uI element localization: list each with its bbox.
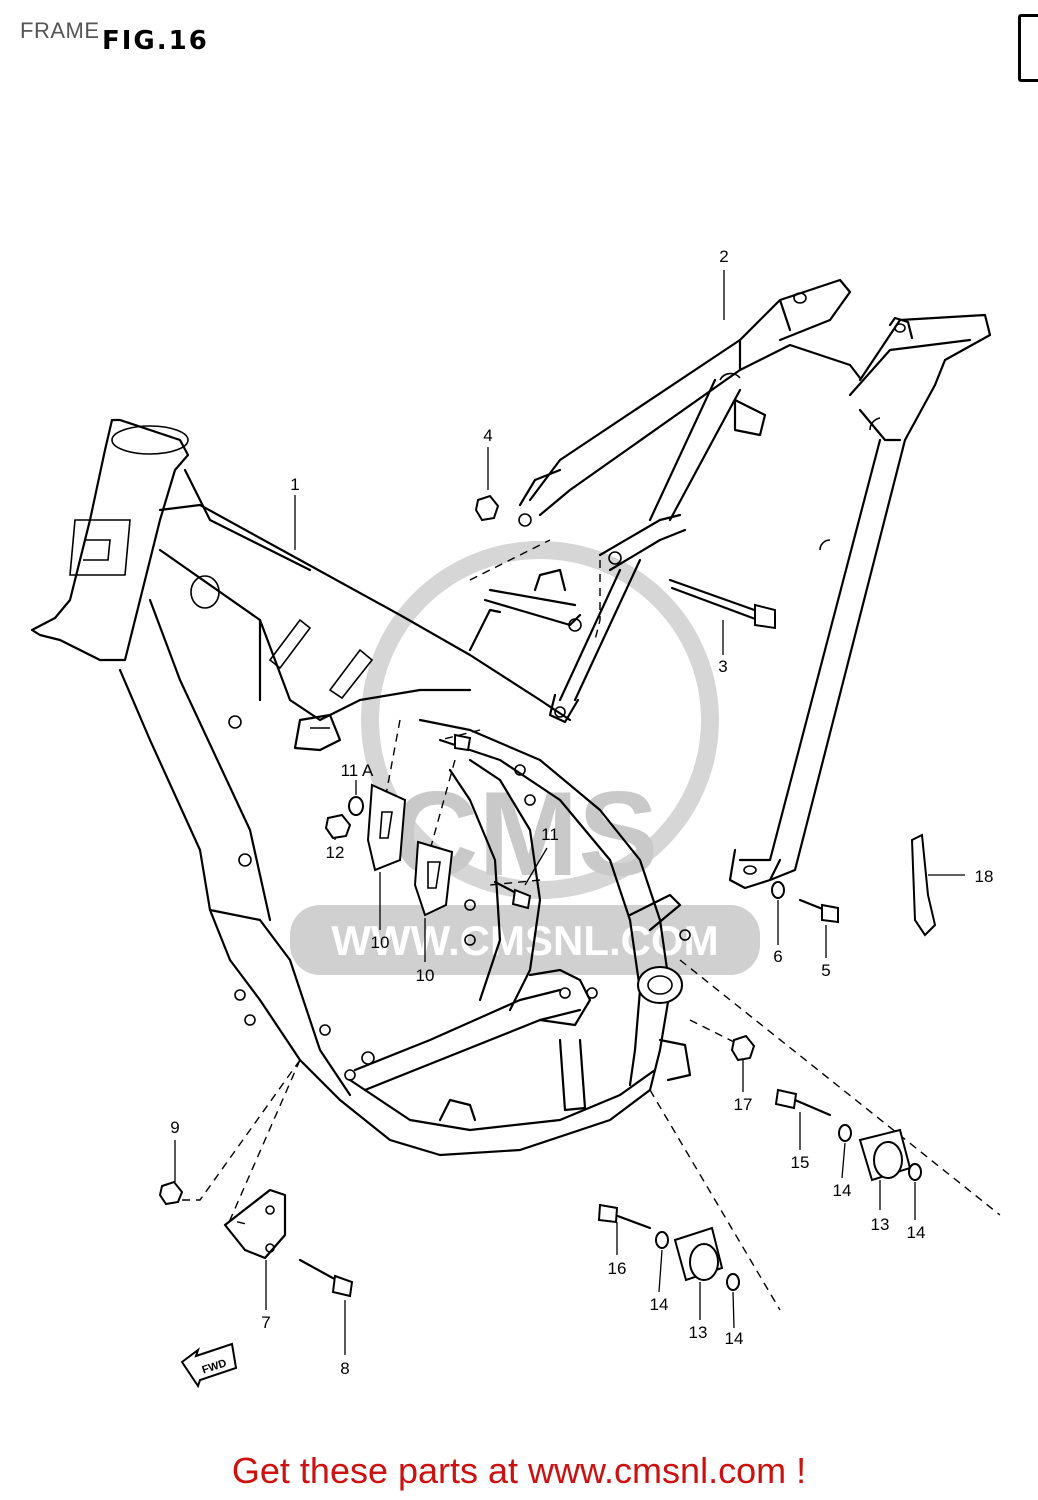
callout-9: 9 xyxy=(170,1118,179,1137)
main-frame xyxy=(30,418,692,1157)
front-direction-arrow: FWD xyxy=(180,1342,238,1389)
callout-10b: 10 xyxy=(416,966,435,985)
callout-3: 3 xyxy=(718,657,727,676)
page-label: FRAME xyxy=(20,18,100,43)
watermark-ring xyxy=(361,541,719,899)
callout-11a: 11 A xyxy=(341,761,374,780)
callout-7: 7 xyxy=(261,1313,270,1332)
callout-6: 6 xyxy=(773,947,782,966)
small-parts xyxy=(158,494,937,1298)
callout-14a: 14 xyxy=(833,1181,852,1200)
corner-frame-mark xyxy=(1018,14,1038,82)
dashed-leaders xyxy=(170,539,1001,1311)
callout-10a: 10 xyxy=(371,933,390,952)
callout-16: 16 xyxy=(608,1259,627,1278)
callout-leaders xyxy=(174,270,965,1355)
watermark-url: WWW.CMSNL.COM xyxy=(331,917,718,964)
callout-15: 15 xyxy=(791,1153,810,1172)
callout-11: 11 xyxy=(541,825,559,844)
callout-8: 8 xyxy=(340,1359,349,1378)
callout-14c: 14 xyxy=(650,1295,669,1314)
callout-5: 5 xyxy=(821,961,830,980)
callout-labels: 1 2 3 4 5 6 7 8 9 10 10 11 11 A 12 13 13… xyxy=(170,247,993,1378)
watermark-band xyxy=(290,905,760,975)
rear-subframe xyxy=(518,278,992,890)
callout-18: 18 xyxy=(975,867,994,886)
callout-14d: 14 xyxy=(725,1329,744,1348)
callout-4: 4 xyxy=(483,426,492,445)
footer-link[interactable]: Get these parts at www.cmsnl.com ! xyxy=(231,1450,807,1491)
figure-title: FIG.16 xyxy=(102,26,209,56)
callout-13b: 13 xyxy=(689,1323,708,1342)
callout-1: 1 xyxy=(290,475,299,494)
callout-14b: 14 xyxy=(907,1223,926,1242)
callout-17: 17 xyxy=(734,1095,753,1114)
watermark: CMS WWW.CMSNL.COM xyxy=(290,541,760,975)
callout-13a: 13 xyxy=(871,1215,890,1234)
callout-2: 2 xyxy=(719,247,728,266)
callout-12: 12 xyxy=(326,843,345,862)
